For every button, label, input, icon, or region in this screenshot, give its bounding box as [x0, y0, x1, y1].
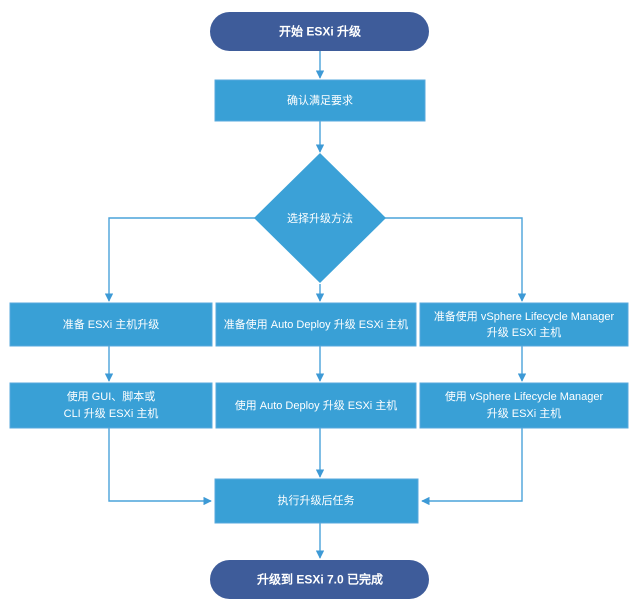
node-decision-shape — [254, 153, 386, 283]
node-prepare-auto-deploy[interactable]: 准备使用 Auto Deploy 升级 ESXi 主机 — [215, 302, 417, 347]
connector-decision-to-prep-vlcm — [385, 217, 527, 302]
node-end-label: 升级到 ESXi 7.0 已完成 — [257, 572, 383, 587]
node-end[interactable]: 升级到 ESXi 7.0 已完成 — [210, 560, 429, 599]
node-verify-requirements-shape — [214, 79, 426, 122]
node-prepare-esxi-host-label: 准备 ESXi 主机升级 — [63, 317, 160, 331]
node-upgrade-gui-cli-shape — [9, 382, 213, 429]
connector-decision-to-prep-host — [104, 217, 255, 302]
node-verify-requirements-label: 确认满足要求 — [287, 94, 353, 107]
node-upgrade-gui-cli[interactable]: 使用 GUI、脚本或 CLI 升级 ESXi 主机 — [9, 382, 213, 429]
node-upgrade-gui-cli-label-line1: 使用 GUI、脚本或 — [67, 389, 156, 403]
node-end-shape — [210, 560, 429, 599]
node-start-shape — [210, 12, 429, 51]
node-prepare-esxi-host[interactable]: 准备 ESXi 主机升级 — [9, 302, 213, 347]
node-upgrade-vlcm-shape — [419, 382, 629, 429]
node-prepare-auto-deploy-shape — [215, 302, 417, 347]
node-upgrade-auto-deploy[interactable]: 使用 Auto Deploy 升级 ESXi 主机 — [215, 382, 417, 429]
node-prepare-vlcm-label-line1: 准备使用 vSphere Lifecycle Manager — [434, 309, 615, 323]
node-prepare-vlcm-label-line2: 升级 ESXi 主机 — [487, 325, 562, 339]
node-post-upgrade-tasks[interactable]: 执行升级后任务 — [214, 478, 419, 524]
node-post-upgrade-tasks-shape — [214, 478, 419, 524]
node-start[interactable]: 开始 ESXi 升级 — [210, 12, 429, 51]
node-upgrade-vlcm-label-line1: 使用 vSphere Lifecycle Manager — [445, 390, 604, 403]
node-upgrade-vlcm[interactable]: 使用 vSphere Lifecycle Manager 升级 ESXi 主机 — [419, 382, 629, 429]
node-decision-upgrade-method[interactable]: 选择升级方法 — [254, 153, 386, 283]
node-post-upgrade-tasks-label: 执行升级后任务 — [278, 493, 355, 507]
node-prepare-vlcm-shape — [419, 302, 629, 347]
connectors — [104, 50, 527, 559]
node-verify-requirements[interactable]: 确认满足要求 — [214, 79, 426, 122]
node-prepare-esxi-host-shape — [9, 302, 213, 347]
node-prepare-auto-deploy-label: 准备使用 Auto Deploy 升级 ESXi 主机 — [224, 317, 409, 331]
node-upgrade-auto-deploy-shape — [215, 382, 417, 429]
connector-do-vlcm-to-post-tasks — [421, 428, 523, 506]
node-upgrade-vlcm-label-line2: 升级 ESXi 主机 — [487, 406, 562, 420]
node-start-label: 开始 ESXi 升级 — [279, 24, 361, 39]
node-upgrade-gui-cli-label-line2: CLI 升级 ESXi 主机 — [64, 406, 159, 420]
connector-do-gui-to-post-tasks — [108, 428, 212, 506]
node-decision-label: 选择升级方法 — [287, 211, 353, 225]
node-upgrade-auto-deploy-label: 使用 Auto Deploy 升级 ESXi 主机 — [235, 398, 398, 412]
node-prepare-vlcm[interactable]: 准备使用 vSphere Lifecycle Manager 升级 ESXi 主… — [419, 302, 629, 347]
